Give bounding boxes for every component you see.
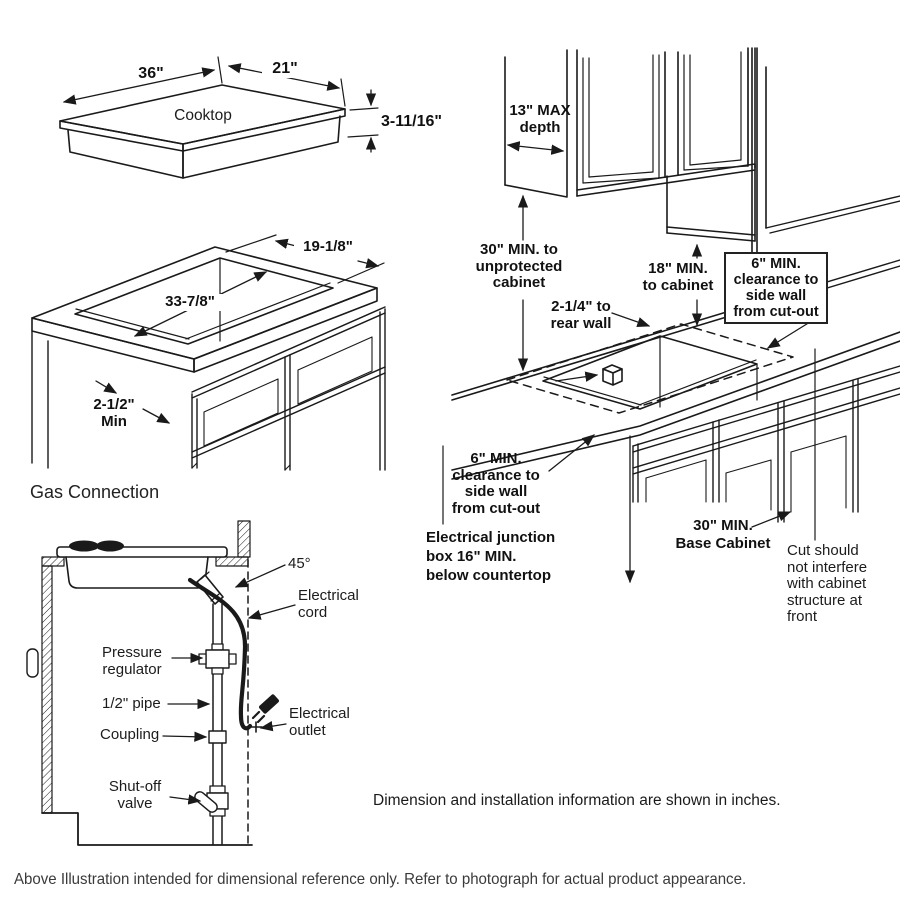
to-cabinet-dimension: 18" MIN. to cabinet	[642, 260, 714, 294]
rear-wall-dimension: 2-1/4" to rear wall	[550, 298, 612, 332]
unprotected-cabinet-dimension: 30" MIN. to unprotected cabinet	[475, 241, 563, 291]
base-cabinet-dimension: 30" MIN. Base Cabinet	[675, 517, 771, 552]
junction-box-label: Electrical junction box 16" MIN. below c…	[426, 529, 556, 584]
side-wall-clearance-left-label: 6" MIN. clearance to side wall from cut-…	[451, 450, 541, 517]
pressure-regulator-label: Pressure regulator	[101, 644, 163, 678]
cut-note-label: Cut should not interfere with cabinet st…	[787, 542, 868, 625]
electrical-cord-label: Electrical cord	[298, 587, 359, 621]
footer-disclaimer: Above Illustration intended for dimensio…	[14, 871, 747, 888]
cooktop-width-dimension: 36"	[138, 65, 164, 82]
max-depth-dimension: 13" MAX depth	[509, 102, 571, 136]
units-note: Dimension and installation information a…	[373, 792, 781, 809]
side-wall-clearance-boxed-label: 6" MIN. clearance to side wall from cut-…	[724, 252, 828, 324]
pipe-label: 1/2" pipe	[102, 695, 161, 712]
cooktop-height-dimension: 3-11/16"	[381, 113, 442, 130]
coupling-label: Coupling	[100, 726, 160, 743]
cutout-depth-dimension: 19-1/8"	[294, 238, 362, 256]
clearance-isometric-drawing	[442, 47, 900, 584]
cooktop-product-label: Cooktop	[174, 107, 232, 124]
gas-connection-heading: Gas Connection	[30, 482, 160, 502]
gas-angle-label: 45°	[288, 555, 311, 572]
cooktop-isometric-drawing	[59, 56, 379, 179]
shutoff-valve-label: Shut-off valve	[108, 778, 162, 812]
electrical-outlet-label: Electrical outlet	[289, 705, 350, 739]
cutout-width-dimension: 33-7/8"	[156, 293, 224, 311]
cutout-isometric-drawing	[31, 234, 386, 471]
cutout-front-margin-dimension: 2-1/2" Min	[93, 396, 135, 430]
gas-connection-drawing	[26, 520, 296, 846]
cooktop-depth-dimension: 21"	[262, 60, 308, 78]
